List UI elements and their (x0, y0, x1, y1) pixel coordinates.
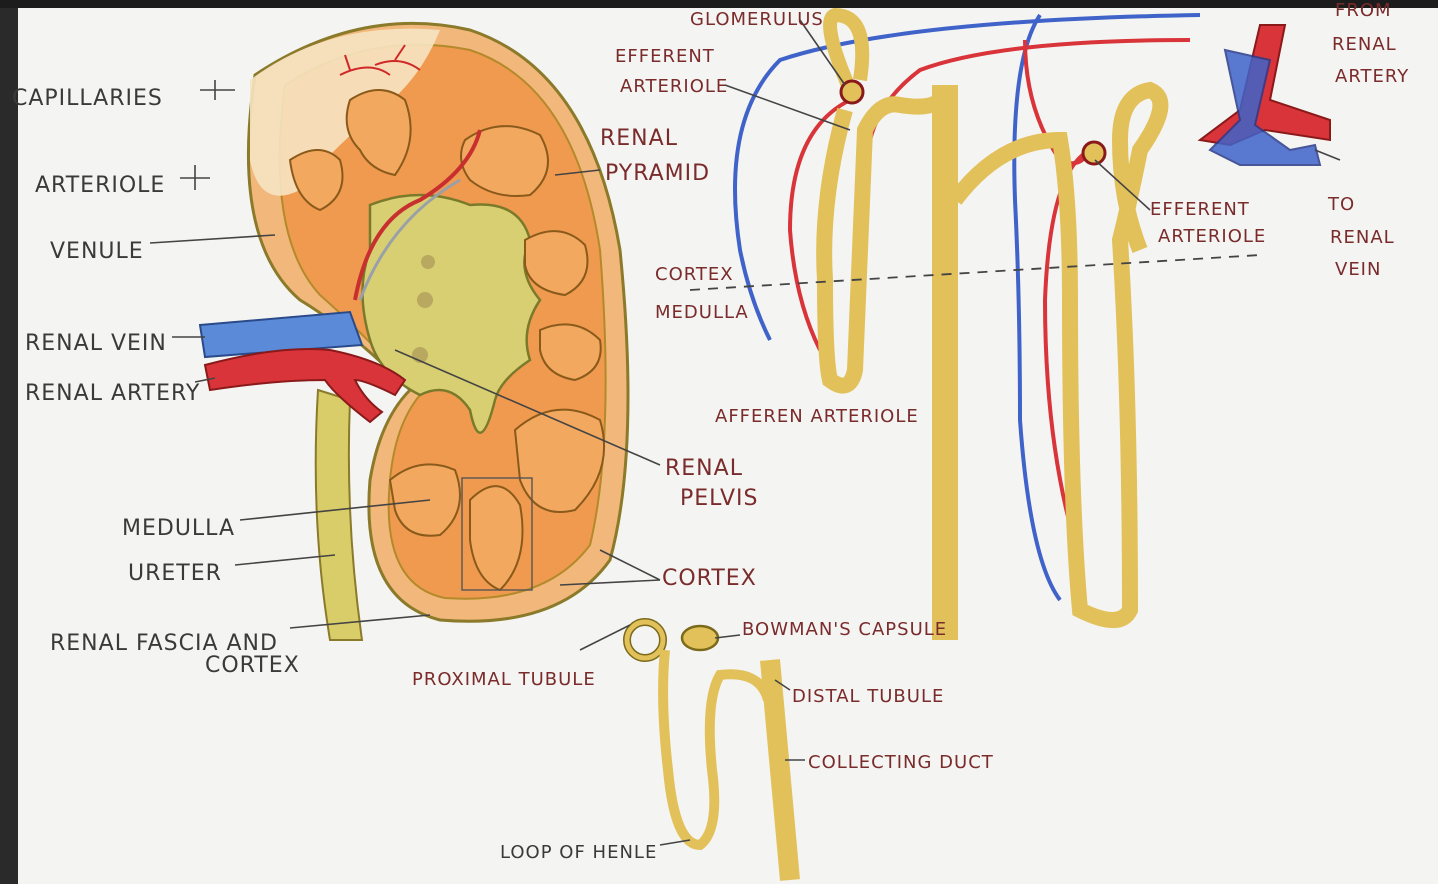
label-collecting-duct: COLLECTING DUCT (808, 752, 994, 773)
pelvis-dot (421, 255, 435, 269)
label-to-renal-vein-line3: VEIN (1335, 259, 1381, 280)
label-glomerulus: GLOMERULUS (690, 9, 824, 30)
label-to-renal-vein-line2: RENAL (1330, 227, 1395, 248)
label-afferent-arteriole: AFFEREN ARTERIOLE (715, 406, 919, 427)
bowmans-capsule (682, 626, 718, 650)
label-venule: VENULE (50, 239, 144, 264)
label-arteriole: ARTERIOLE (35, 173, 165, 198)
label-renal-pyramid-line1: RENAL (600, 126, 678, 151)
label-renal-pelvis-line2: PELVIS (680, 486, 759, 511)
board-edge (0, 8, 18, 884)
label-efferent-arteriole-right-line1: EFFERENT (1150, 199, 1250, 220)
label-renal-vein: RENAL VEIN (25, 331, 167, 356)
label-from-renal-artery-line2: RENAL (1332, 34, 1397, 55)
label-distal-tubule: DISTAL TUBULE (792, 686, 944, 707)
label-from-renal-artery-line3: ARTERY (1335, 66, 1409, 87)
label-capillaries: CAPILLARIES (12, 86, 163, 111)
label-cortex: CORTEX (662, 566, 757, 591)
label-renal-fascia-line2: CORTEX (205, 653, 300, 678)
label-to-renal-vein-line1: TO (1327, 194, 1355, 215)
label-from-renal-artery-line1: FROM (1335, 0, 1392, 21)
label-proximal-tubule: PROXIMAL TUBULE (412, 669, 596, 690)
label-cortex-small: CORTEX (655, 264, 734, 285)
label-ureter: URETER (128, 561, 222, 586)
label-renal-pelvis-line1: RENAL (665, 456, 743, 481)
label-medulla-small: MEDULLA (655, 302, 749, 323)
label-efferent-arteriole-top-line1: EFFERENT (615, 46, 715, 67)
label-efferent-arteriole-top-line2: ARTERIOLE (620, 76, 728, 97)
label-loop-of-henle: LOOP OF HENLE (500, 842, 657, 863)
pelvis-dot (417, 292, 433, 308)
label-renal-pyramid-line2: PYRAMID (605, 161, 710, 186)
glomerulus (1083, 142, 1105, 164)
label-bowmans-capsule: BOWMAN'S CAPSULE (742, 619, 947, 640)
label-efferent-arteriole-right-line2: ARTERIOLE (1158, 226, 1266, 247)
label-medulla: MEDULLA (122, 516, 235, 541)
label-renal-artery: RENAL ARTERY (25, 381, 200, 406)
